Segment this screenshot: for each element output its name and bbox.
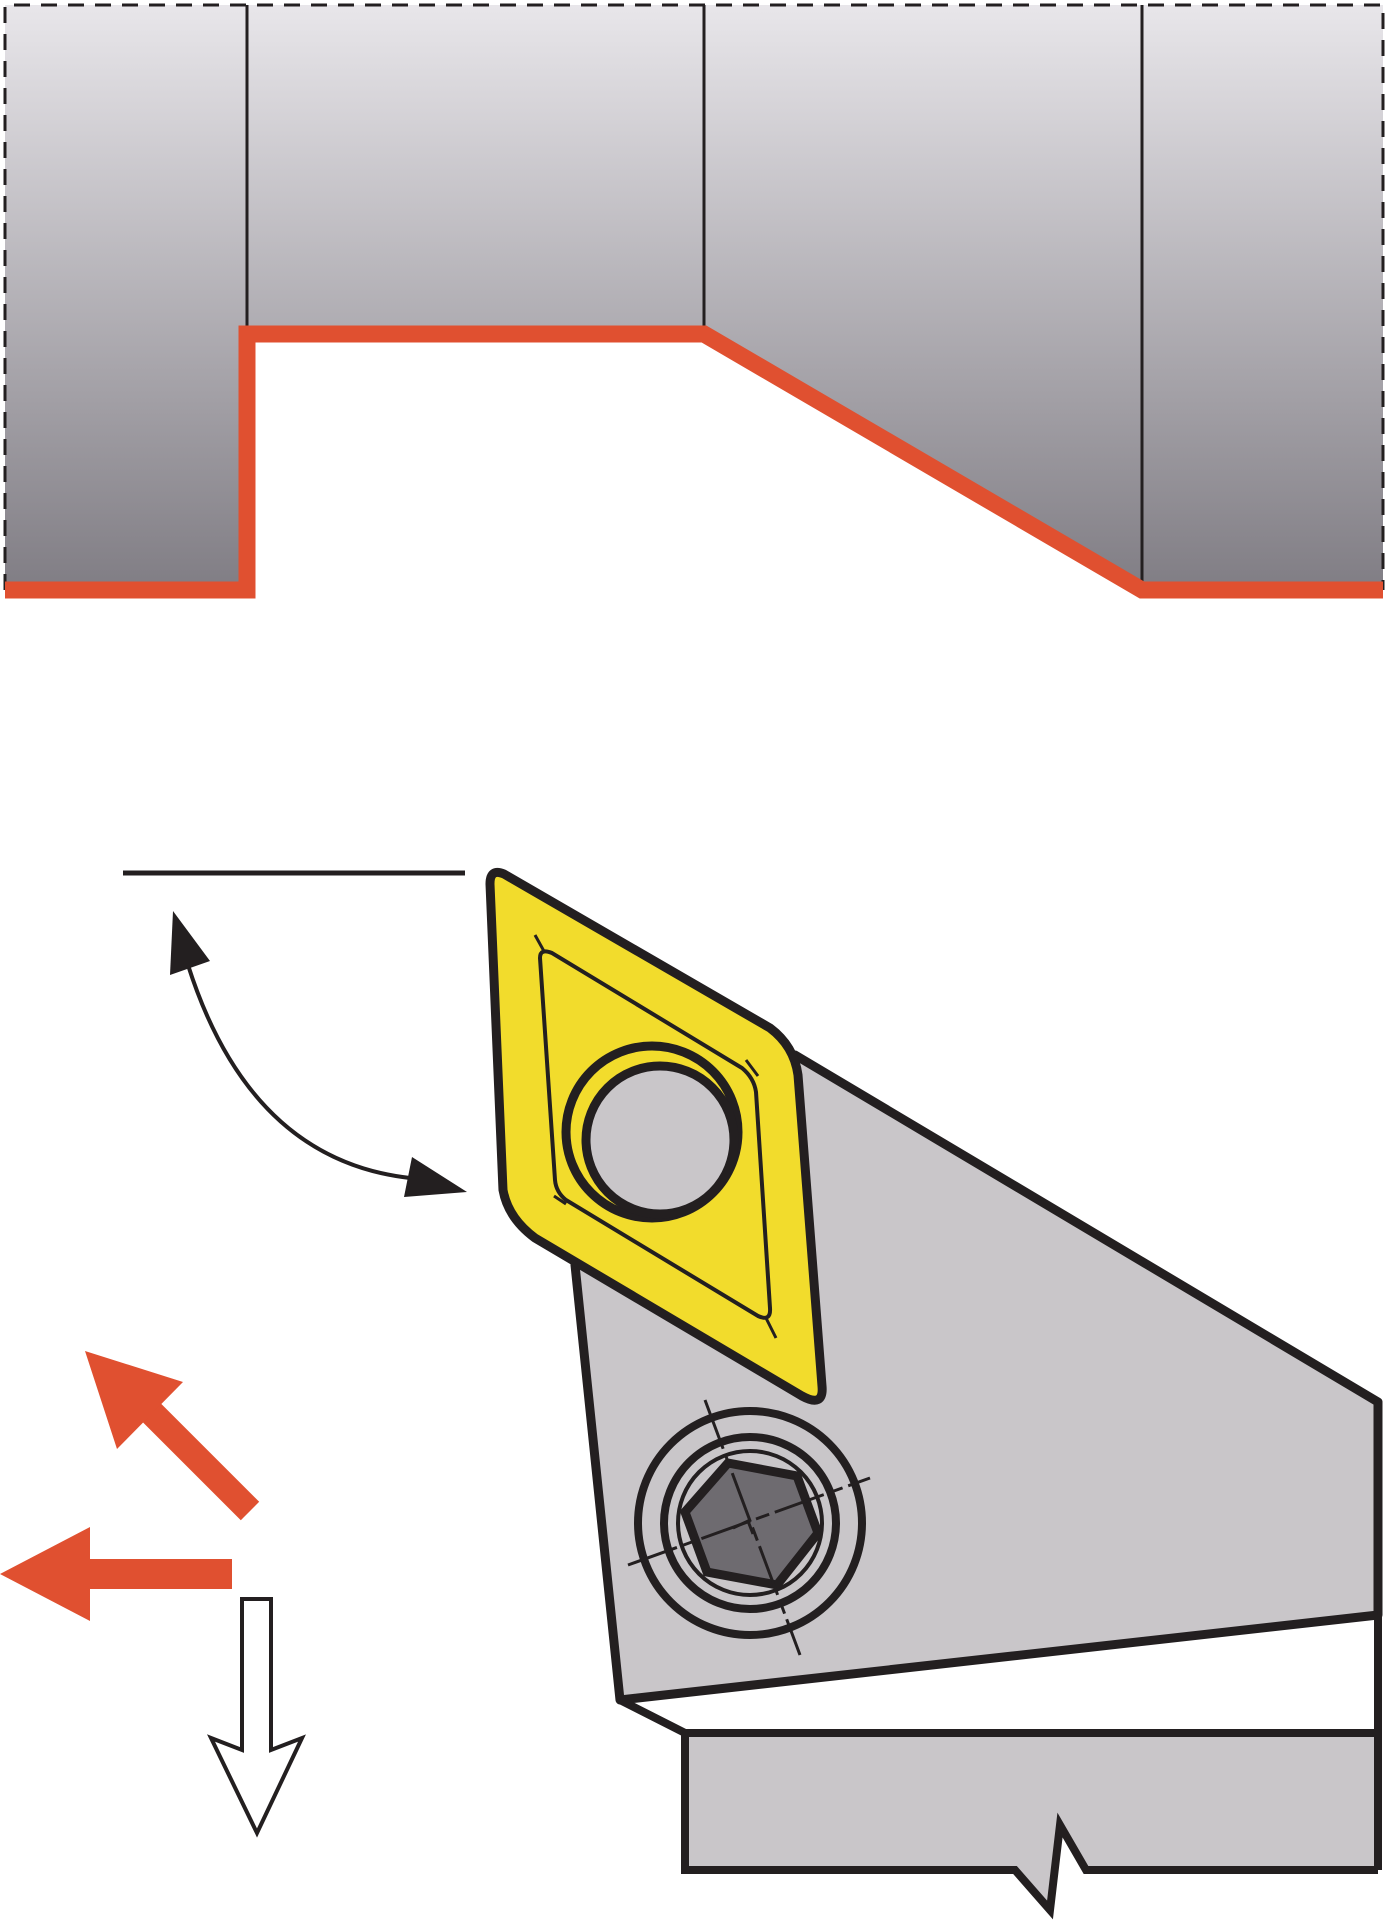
- workpiece-dashed-outline: [3, 3, 1385, 590]
- screw-core-ring: [676, 1449, 824, 1597]
- feed-arrow-diagonal-head-icon: [85, 1351, 183, 1449]
- insert-edge-tick-right: [744, 1059, 760, 1077]
- insert-edge-tick-bottom: [764, 1317, 778, 1339]
- clamp-screw: [627, 1399, 871, 1656]
- angle-arrowhead-bottom-icon: [404, 1157, 467, 1197]
- direction-arrows: [0, 1351, 306, 1838]
- cutting-insert: [485, 867, 827, 1405]
- holder-edge-line: [619, 1611, 1379, 1704]
- screw-hex-socket-icon: [679, 1458, 824, 1590]
- insert-chipbreaker: [537, 949, 773, 1320]
- insert-edge-tick-left: [553, 1194, 567, 1206]
- screw-axis-1: [703, 1399, 802, 1656]
- screw-axis-2: [627, 1476, 871, 1567]
- feed-arrow-left-head-icon: [0, 1527, 90, 1621]
- shank-outline: [618, 1696, 1378, 1920]
- insert-hole-inner: [581, 1061, 739, 1219]
- angle-arc: [186, 964, 411, 1180]
- force-arrow-down-icon: [206, 1597, 306, 1838]
- workpiece: [3, 3, 1385, 599]
- angle-arrowhead-top-icon: [170, 911, 210, 975]
- shank-body: [685, 1733, 1378, 1910]
- insert-edge-tick-top: [533, 934, 547, 954]
- feed-arrow-diagonal-shaft: [128, 1389, 260, 1521]
- machined-profile-line: [5, 325, 1383, 599]
- workpiece-body: [5, 5, 1383, 590]
- angle-indicator: [123, 870, 467, 1197]
- screw-inner-ring: [660, 1433, 840, 1613]
